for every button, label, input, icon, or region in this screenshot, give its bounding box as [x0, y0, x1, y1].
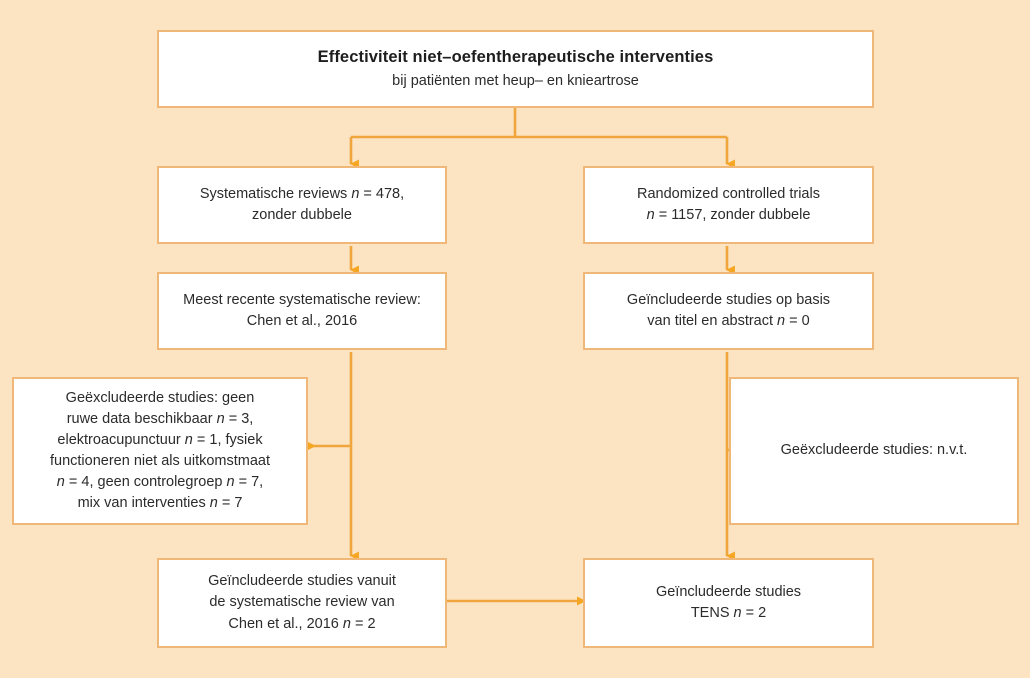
- text-part: = 1, fysiek: [192, 431, 263, 448]
- excluded-right-line1: Geëxcludeerde studies: n.v.t.: [780, 442, 968, 459]
- box-included-tens: Geïncludeerde studies TENS n = 2: [583, 558, 874, 648]
- systematic-reviews-line1: Systematische reviews n = 478,: [171, 184, 433, 205]
- text-part: Systematische reviews: [199, 185, 352, 202]
- text-part: Chen et al., 2016: [228, 615, 343, 632]
- n-symbol: n: [777, 313, 786, 329]
- excluded-left-line6: mix van interventies n = 7: [26, 493, 294, 514]
- included-review-line2: de systematische review van: [209, 594, 395, 611]
- text-part: = 4, geen controlegroep: [64, 474, 227, 491]
- box-randomized-controlled-trials: Randomized controlled trials n = 1157, z…: [583, 166, 874, 244]
- text-part: = 3,: [224, 410, 254, 427]
- n-symbol: n: [733, 605, 742, 621]
- box-included-title-abstract: Geïncludeerde studies op basis van titel…: [583, 272, 874, 350]
- excluded-left-line5: n = 4, geen controlegroep n = 7,: [26, 472, 294, 493]
- included-abstract-line1: Geïncludeerde studies op basis: [626, 291, 831, 308]
- rcts-line1: Randomized controlled trials: [637, 185, 820, 202]
- n-symbol: n: [226, 474, 235, 491]
- box-excluded-studies-right: Geëxcludeerde studies: n.v.t.: [729, 377, 1019, 525]
- n-symbol: n: [351, 185, 360, 202]
- rcts-line2: n = 1157, zonder dubbele: [597, 205, 860, 226]
- n-symbol: n: [184, 431, 193, 448]
- text-part: = 2: [741, 605, 767, 621]
- most-recent-review-line1: Meest recente systematische review:: [183, 291, 421, 308]
- box-excluded-studies-left: Geëxcludeerde studies: geen ruwe data be…: [12, 377, 308, 525]
- text-part: van titel en abstract: [647, 313, 778, 329]
- excluded-left-line4: functioneren niet als uitkomstmaat: [49, 453, 271, 469]
- text-part: = 7,: [234, 474, 264, 491]
- text-part: mix van interventies: [77, 495, 210, 512]
- text-part: = 0: [785, 313, 810, 329]
- text-part: = 2: [350, 615, 376, 632]
- text-part: = 7: [217, 495, 243, 512]
- included-tens-line2: TENS n = 2: [597, 603, 860, 624]
- title-main-text: Effectiviteit niet–oefentherapeutische i…: [317, 47, 714, 66]
- excluded-left-line1: Geëxcludeerde studies: geen: [65, 389, 255, 406]
- n-symbol: n: [342, 615, 351, 632]
- box-systematic-reviews: Systematische reviews n = 478, zonder du…: [157, 166, 447, 244]
- text-part: = 1157, zonder dubbele: [654, 207, 811, 223]
- excluded-left-line3: elektroacupunctuur n = 1, fysiek: [26, 430, 294, 451]
- most-recent-review-line2: Chen et al., 2016: [246, 313, 358, 329]
- included-review-line3: Chen et al., 2016 n = 2: [171, 614, 433, 635]
- excluded-left-line2: ruwe data beschikbaar n = 3,: [26, 409, 294, 430]
- included-tens-line1: Geïncludeerde studies: [655, 583, 802, 600]
- box-included-from-review: Geïncludeerde studies vanuit de systemat…: [157, 558, 447, 648]
- box-most-recent-review: Meest recente systematische review: Chen…: [157, 272, 447, 350]
- included-abstract-line2: van titel en abstract n = 0: [597, 311, 860, 332]
- n-symbol: n: [209, 495, 218, 512]
- systematic-reviews-line2: zonder dubbele: [252, 207, 352, 223]
- title-sub-text: bij patiënten met heup– en knieartrose: [392, 73, 639, 90]
- n-symbol: n: [646, 207, 655, 223]
- n-symbol: n: [216, 410, 225, 427]
- text-part: TENS: [690, 605, 734, 621]
- text-part: elektroacupunctuur: [57, 431, 185, 448]
- n-symbol: n: [56, 474, 65, 491]
- box-title: Effectiviteit niet–oefentherapeutische i…: [157, 30, 874, 108]
- included-review-line1: Geïncludeerde studies vanuit: [208, 573, 396, 590]
- text-part: ruwe data beschikbaar: [66, 410, 217, 427]
- text-part: = 478,: [359, 185, 405, 202]
